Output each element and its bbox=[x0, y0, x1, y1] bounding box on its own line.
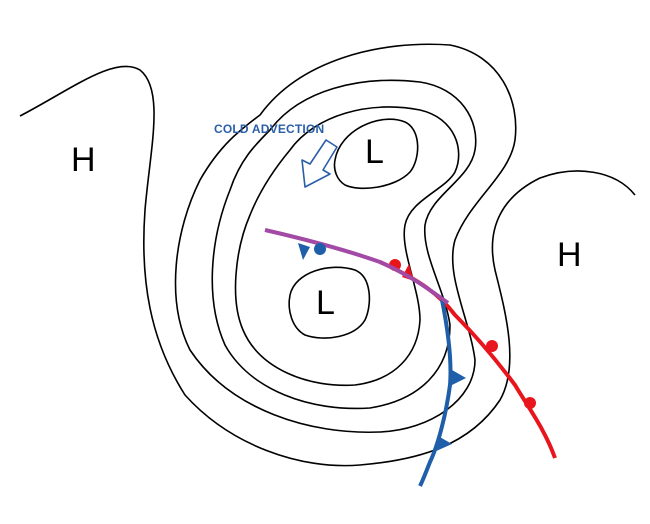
isobar-outer bbox=[19, 65, 636, 467]
cold-advection-label: COLD ADVECTION bbox=[214, 122, 325, 136]
isobar-2 bbox=[174, 43, 517, 434]
cold-advection-arrow bbox=[301, 139, 338, 188]
cold-front-triangle bbox=[434, 436, 452, 452]
occluded-front bbox=[264, 228, 450, 305]
occluded-front-triangle bbox=[298, 243, 310, 260]
isobar-low-upper bbox=[333, 118, 419, 190]
low-pressure-label-upper: L bbox=[365, 133, 384, 171]
high-pressure-label-right: H bbox=[557, 236, 582, 274]
isobar-low-lower bbox=[288, 266, 371, 339]
isobar-4 bbox=[234, 106, 460, 387]
occluded-front-circle bbox=[314, 243, 326, 255]
cold-front bbox=[418, 299, 453, 487]
warm-front-symbol bbox=[524, 397, 536, 409]
isobar-3 bbox=[211, 79, 477, 410]
high-pressure-label-left: H bbox=[71, 141, 96, 179]
warm-front-symbol bbox=[486, 340, 498, 352]
low-pressure-label-lower: L bbox=[316, 284, 335, 322]
cold-front-triangle bbox=[450, 370, 466, 386]
